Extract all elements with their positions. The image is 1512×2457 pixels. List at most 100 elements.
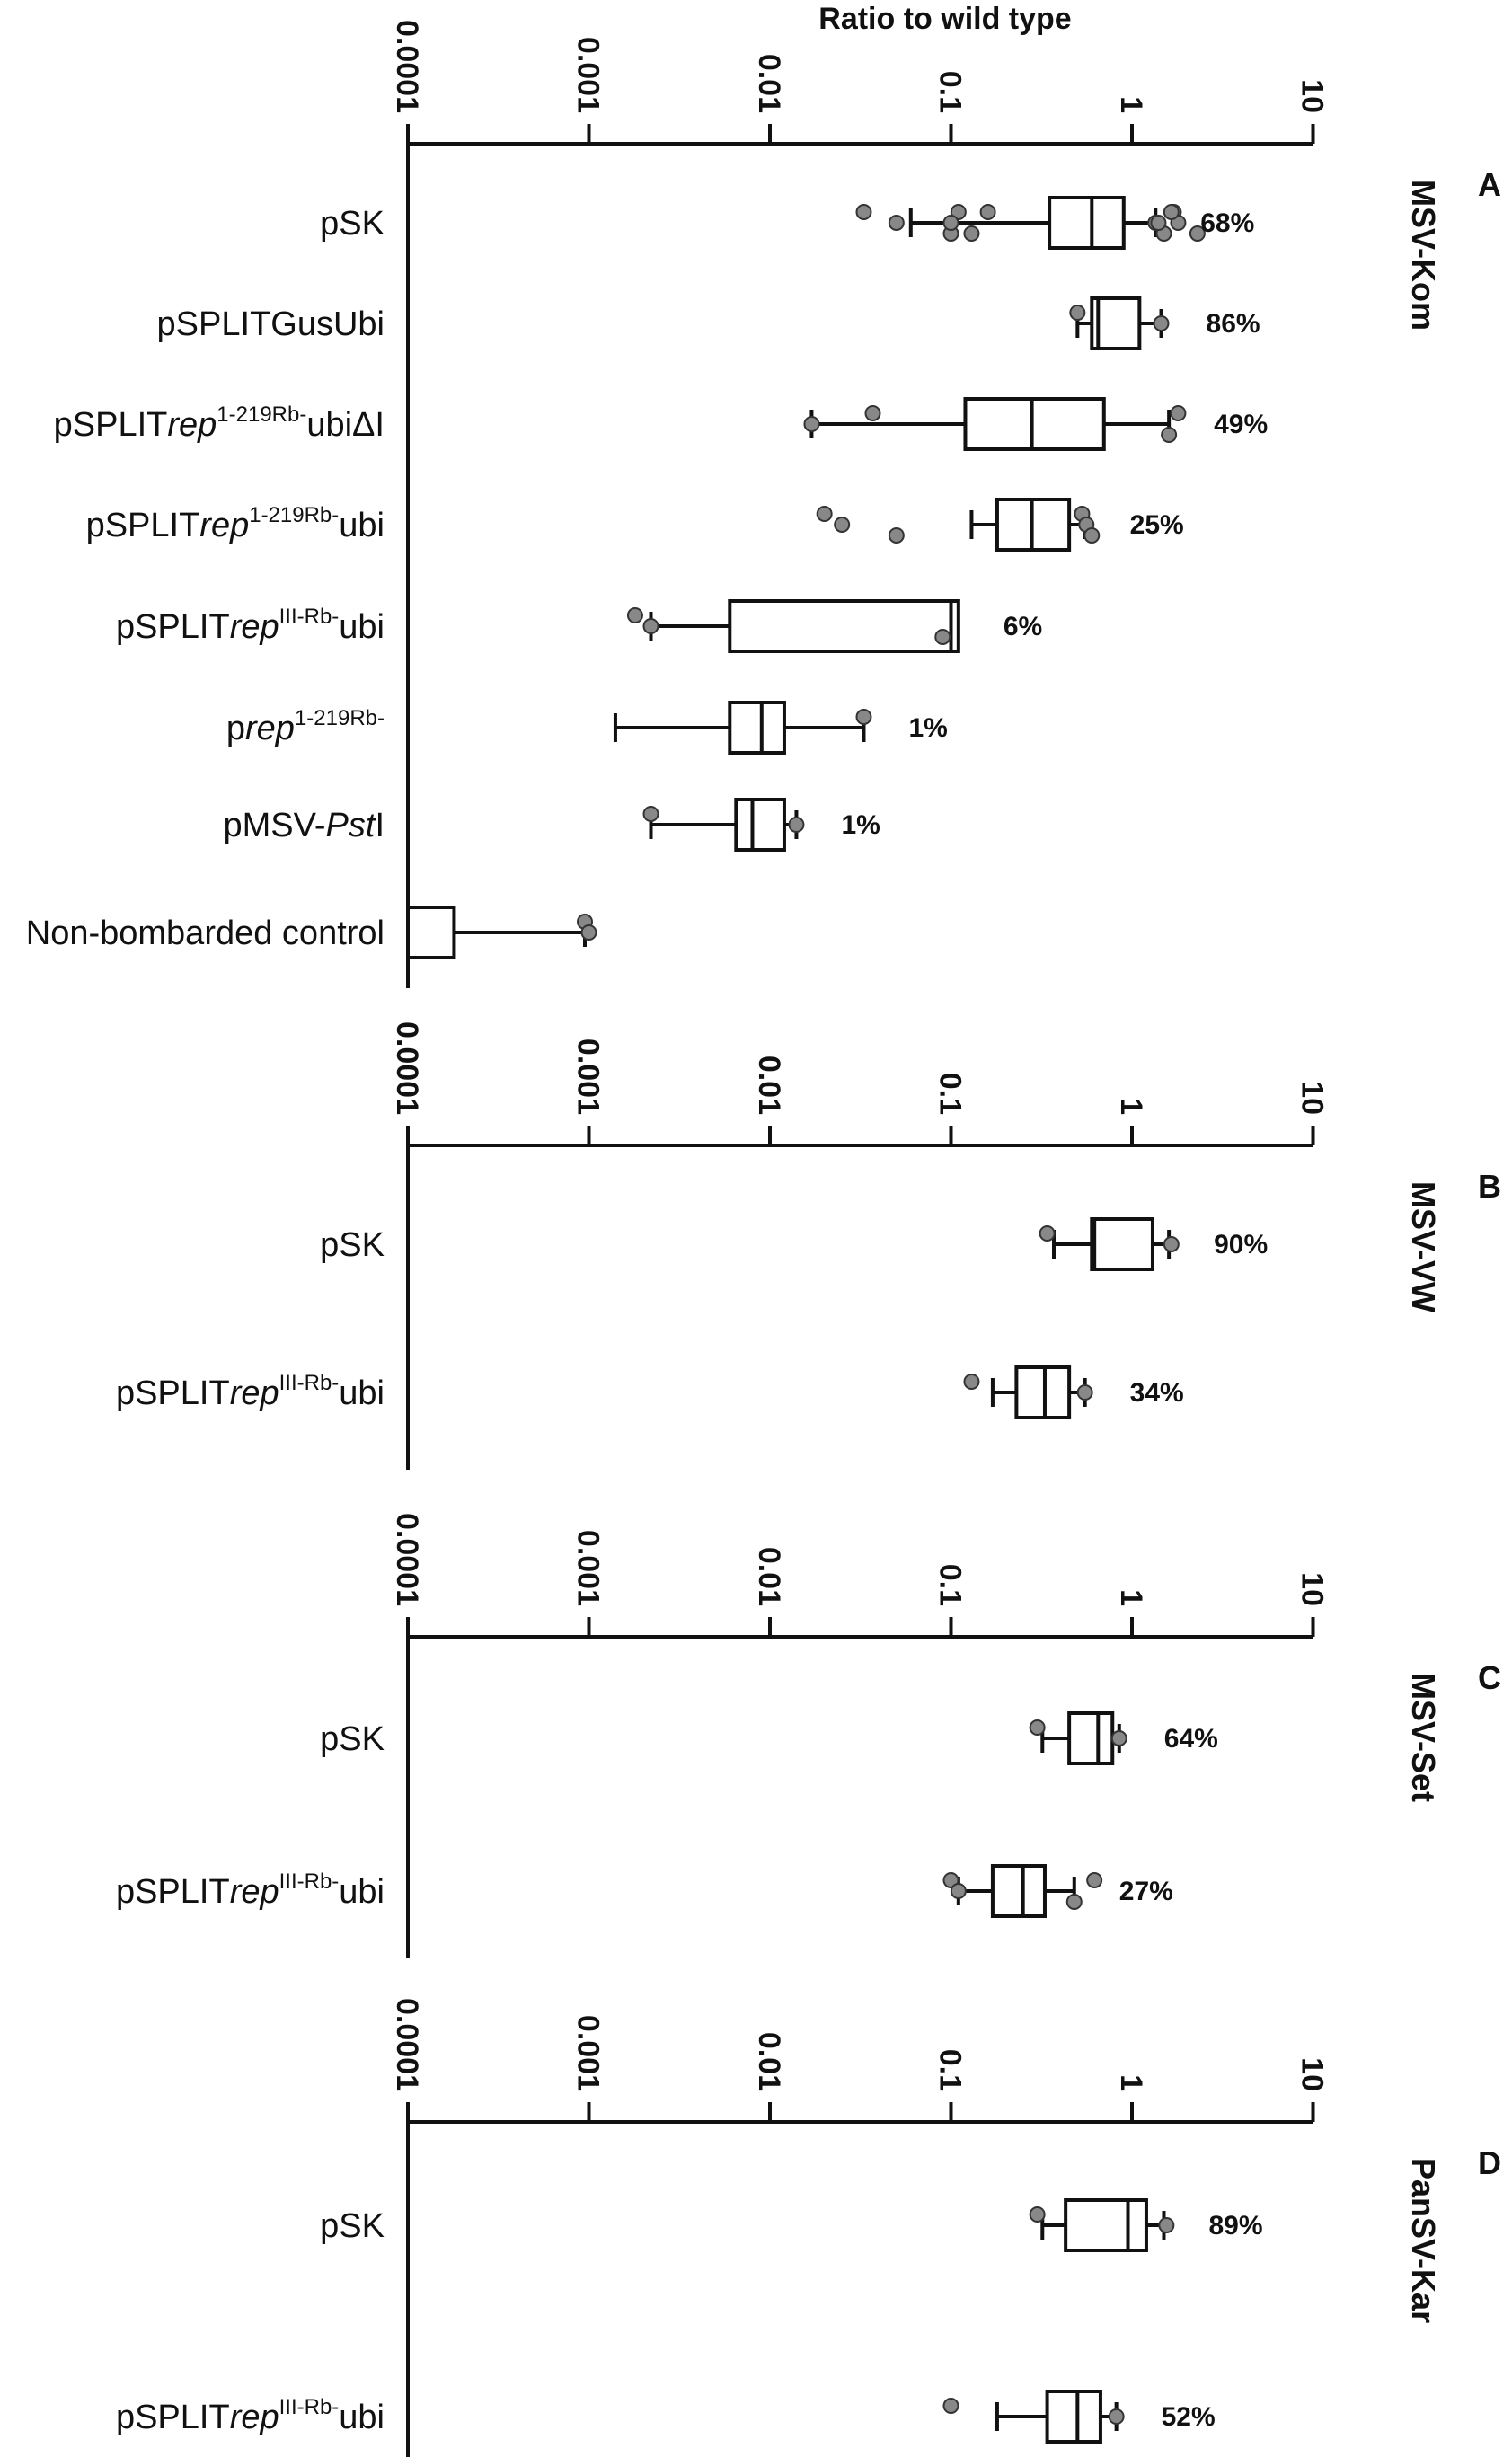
tick-label: 0.01: [752, 1547, 786, 1606]
percent-label: 90%: [1214, 1230, 1268, 1259]
chart-title: Ratio to wild type: [818, 2, 1071, 36]
category-label: pSK: [320, 1226, 385, 1264]
label-part: pSPLIT: [86, 507, 200, 544]
category-label: pSPLITrepIII-Rb-ubi: [116, 605, 385, 646]
panel-letter: A: [1478, 166, 1501, 203]
label-part: ubi: [339, 608, 385, 646]
panel-name: MSV-Kom: [1405, 180, 1442, 331]
label-part: Pst: [326, 807, 376, 844]
label-part: p: [226, 710, 245, 747]
category-label: Non-bombarded control: [26, 915, 385, 952]
percent-label: 6%: [1004, 612, 1042, 641]
panel-letter: D: [1478, 2144, 1501, 2181]
category-label: pSPLITGusUbi: [157, 305, 385, 343]
data-point: [963, 225, 980, 242]
data-point: [888, 215, 905, 231]
data-point: [1170, 405, 1187, 421]
tick-label: 0.1: [933, 2049, 968, 2091]
category-label: pSPLITrepIII-Rb-ubi: [116, 1371, 385, 1412]
iqr-box: [728, 599, 960, 653]
data-point: [950, 204, 967, 220]
data-point: [1108, 2408, 1125, 2425]
tick-label: 0.001: [571, 37, 606, 113]
label-part: Non-bombarded control: [26, 915, 385, 952]
data-point: [950, 1883, 967, 1899]
category-label: pSPLITrep1-219Rb-ubi: [86, 503, 385, 544]
tick-label: 1: [1114, 1098, 1148, 1115]
label-part: III-Rb-: [279, 2395, 340, 2419]
panel-name: PanSV-Kar: [1405, 2158, 1442, 2323]
label-part: ubiΔI: [306, 406, 385, 444]
category-label: pMSV-PstI: [223, 807, 385, 844]
label-part: rep: [230, 608, 279, 646]
data-point: [1065, 1894, 1083, 1910]
iqr-box: [728, 701, 786, 755]
data-point: [934, 629, 951, 645]
category-label: pSK: [320, 1720, 385, 1758]
tick-label: 0.1: [933, 71, 968, 113]
percent-label: 1%: [841, 810, 880, 840]
data-point: [855, 709, 872, 725]
category-label: pSPLITrep1-219Rb-ubiΔI: [54, 402, 385, 444]
percent-label: 68%: [1200, 208, 1254, 238]
data-point: [979, 204, 996, 220]
percent-label: 49%: [1214, 410, 1268, 439]
category-row: pSPLITrep1-219Rb-ubiΔI 49%: [54, 397, 1268, 451]
data-point: [1161, 427, 1178, 443]
panel-name: MSV-Set: [1405, 1673, 1442, 1802]
data-point: [1158, 2217, 1175, 2233]
iqr-box: [990, 1864, 1047, 1918]
tick-label: 0.01: [752, 54, 786, 113]
iqr-box: [1064, 2198, 1148, 2252]
data-point: [1189, 225, 1206, 242]
data-point: [834, 517, 851, 533]
data-point: [942, 2398, 959, 2414]
data-point: [1029, 2206, 1046, 2223]
data-point: [816, 506, 833, 522]
data-point: [1069, 305, 1086, 321]
label-part: I: [375, 807, 385, 844]
data-point: [580, 924, 597, 941]
label-part: pSPLIT: [116, 1374, 230, 1412]
category-label: pSPLITrepIII-Rb-ubi: [116, 2395, 385, 2436]
category-row: prep1-219Rb-1%: [226, 701, 948, 755]
label-part: pSPLITGusUbi: [157, 305, 385, 343]
data-point: [626, 607, 643, 623]
data-point: [942, 1872, 959, 1888]
data-point: [855, 204, 872, 220]
tick-label: 0.0001: [390, 1021, 424, 1115]
label-part: 1-219Rb-: [217, 402, 306, 427]
data-point: [1083, 527, 1101, 544]
data-point: [1163, 204, 1180, 220]
category-row: pSK 90%: [320, 1217, 1268, 1271]
label-part: 1-219Rb-: [249, 503, 339, 527]
tick-label: 10: [1295, 1572, 1330, 1606]
label-part: pSK: [320, 1720, 385, 1758]
tick-label: 0.1: [933, 1564, 968, 1606]
tick-label: 1: [1114, 1589, 1148, 1606]
tick-label: 10: [1295, 79, 1330, 113]
label-part: ubi: [339, 2399, 385, 2436]
label-part: rep: [230, 1374, 279, 1412]
tick-label: 0.1: [933, 1073, 968, 1115]
tick-label: 1: [1114, 2074, 1148, 2091]
tick-label: 0.001: [571, 1530, 606, 1606]
percent-label: 89%: [1208, 2211, 1262, 2240]
percent-label: 1%: [908, 713, 947, 743]
tick-label: 0.0001: [390, 20, 424, 113]
data-point: [1150, 215, 1167, 231]
tick-label: 0.01: [752, 2032, 786, 2091]
category-label: pSPLITrepIII-Rb-ubi: [116, 1869, 385, 1911]
data-point: [1086, 1872, 1103, 1888]
label-part: III-Rb-: [279, 605, 340, 629]
